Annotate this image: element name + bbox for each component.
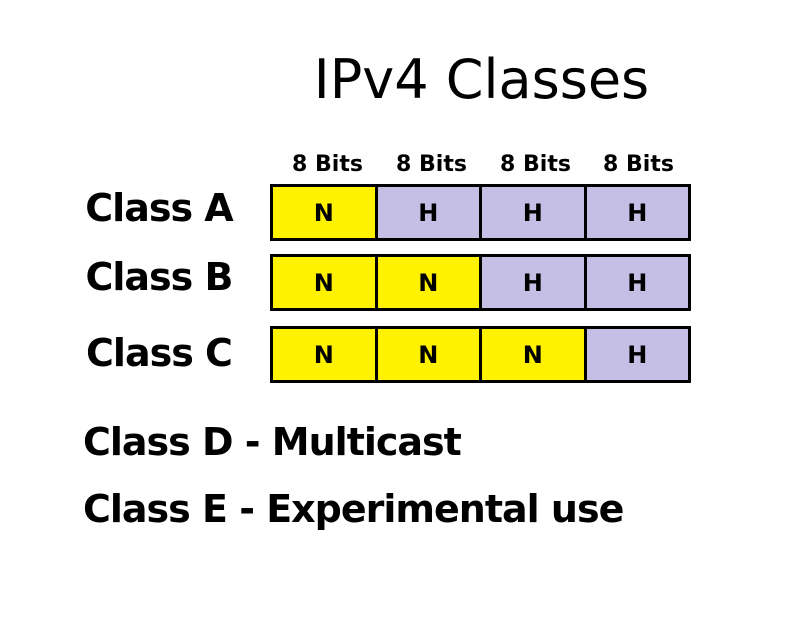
bits-header-2: 8 Bits — [396, 152, 467, 177]
class-c-label: Class C — [86, 331, 233, 375]
class-e-note: Class E - Experimental use — [83, 487, 624, 531]
bits-header-4: 8 Bits — [603, 152, 674, 177]
bits-header-3: 8 Bits — [500, 152, 571, 177]
class-b-row: N N H H — [270, 254, 691, 311]
class-a-octet-4: H — [583, 187, 688, 238]
class-b-octet-1: N — [273, 257, 375, 308]
class-c-octet-3: N — [479, 329, 584, 380]
class-c-octet-1: N — [273, 329, 375, 380]
class-c-octet-4: H — [583, 329, 688, 380]
class-b-octet-4: H — [583, 257, 688, 308]
class-c-row: N N N H — [270, 326, 691, 383]
diagram-title: IPv4 Classes — [313, 48, 650, 111]
class-b-label: Class B — [85, 255, 234, 299]
class-d-note: Class D - Multicast — [83, 420, 462, 464]
class-a-octet-1: N — [273, 187, 375, 238]
class-b-octet-2: N — [374, 257, 479, 308]
class-c-octet-2: N — [374, 329, 479, 380]
class-a-label: Class A — [85, 186, 233, 230]
class-a-octet-3: H — [479, 187, 584, 238]
bits-header-1: 8 Bits — [292, 152, 363, 177]
class-b-octet-3: H — [479, 257, 584, 308]
class-a-row: N H H H — [270, 184, 691, 241]
class-a-octet-2: H — [374, 187, 479, 238]
